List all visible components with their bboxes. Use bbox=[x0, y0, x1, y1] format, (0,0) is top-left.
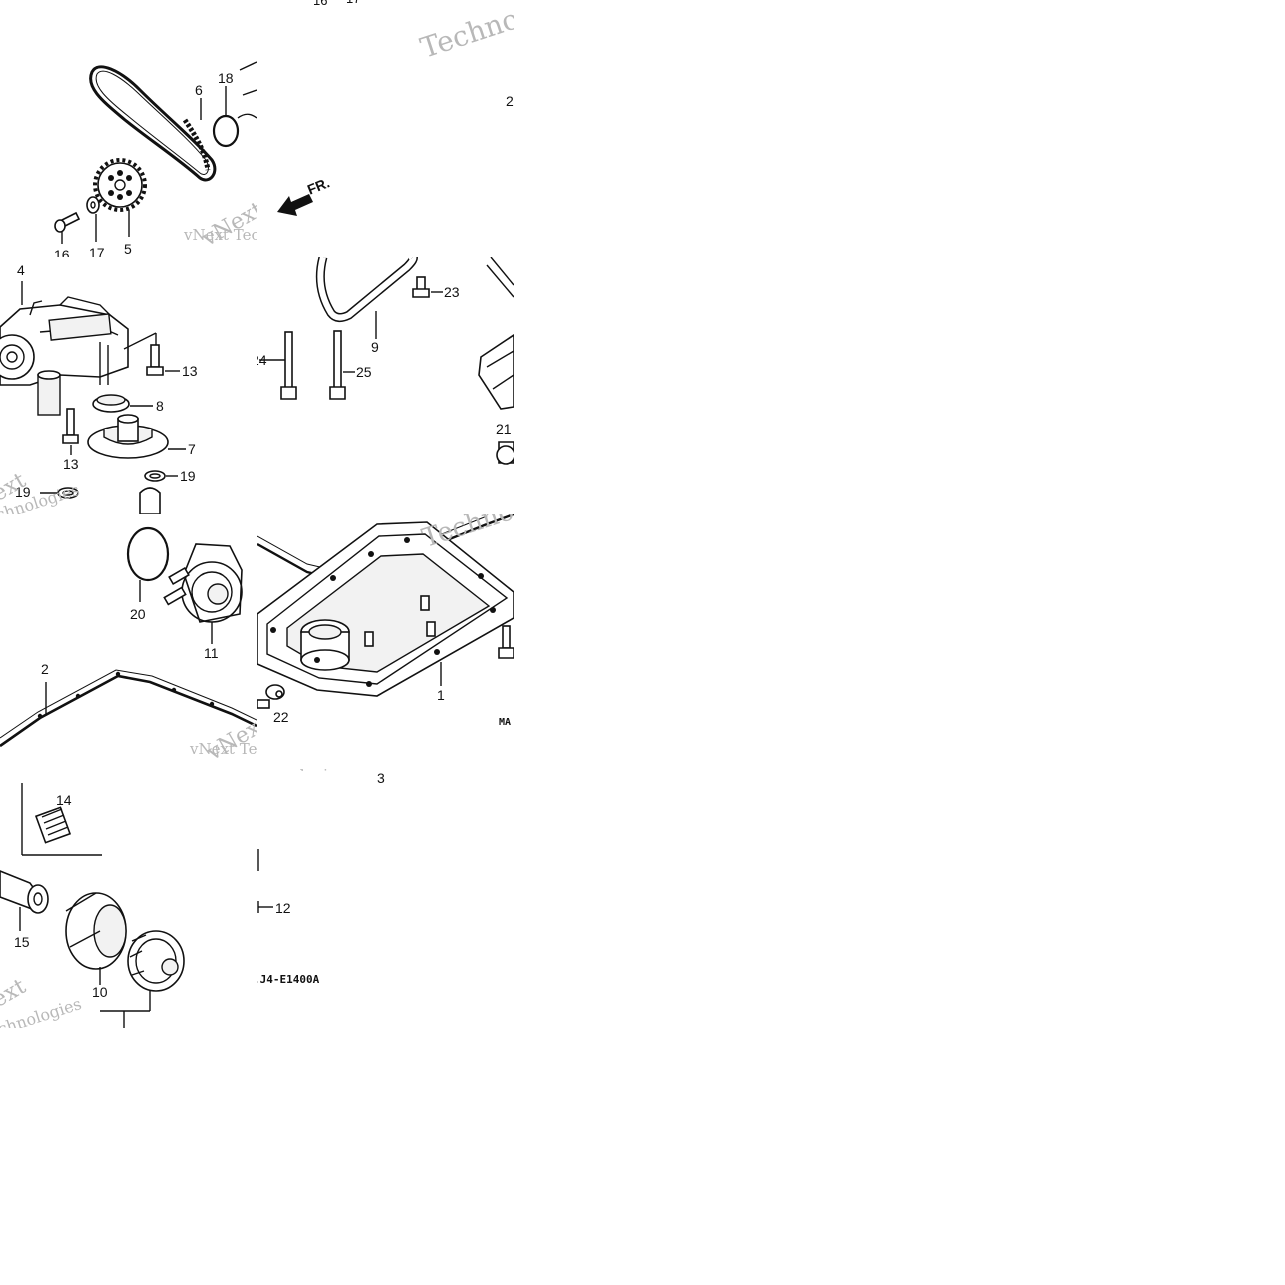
pipe-bolts-drawing bbox=[259, 257, 514, 465]
callout-label: 22 bbox=[273, 709, 289, 725]
callout-label: 5 bbox=[124, 241, 132, 257]
callout-label: 17 bbox=[89, 245, 105, 257]
tile-cooler-gasket: 20 11 2 vNext Tec vNext bbox=[0, 514, 257, 771]
tile-oil-filter: 14 15 10 ext chnologies bbox=[0, 771, 257, 1028]
figure-code-partial: MA bbox=[499, 717, 512, 728]
tile-cam-chain: 16 6 18 5 17 16 vNext Tec vNext bbox=[0, 0, 257, 257]
callout-label: 13 bbox=[182, 363, 198, 379]
callout-label: 23 bbox=[444, 284, 460, 300]
direction-drawing bbox=[277, 194, 313, 216]
callout-label: 17 bbox=[346, 0, 360, 5]
tile-direction: 16 17 FR. 2 Technologies bbox=[257, 0, 514, 257]
callout-label: 18 bbox=[218, 70, 234, 86]
callout-label: 8 bbox=[156, 398, 164, 414]
callout-label: 13 bbox=[63, 456, 79, 472]
tile-oil-pan: 22 1 MA Techno nologies bbox=[257, 514, 514, 771]
callout-label: 2 bbox=[506, 93, 514, 109]
callout-label: 4 bbox=[17, 262, 25, 278]
figure-code-drawing bbox=[257, 849, 273, 913]
callout-label: 20 bbox=[130, 606, 146, 622]
callout-label: 19 bbox=[15, 484, 31, 500]
callout-label: 16 bbox=[313, 0, 328, 8]
tile-pipe-bolts: 9 23 24 25 21 bbox=[257, 257, 514, 514]
callout-label: 9 bbox=[371, 339, 379, 355]
cam-chain-drawing bbox=[54, 61, 257, 244]
tile-oil-pump: 4 13 8 7 13 19 19 ext chnologies bbox=[0, 257, 257, 514]
callout-label: 24 bbox=[257, 352, 267, 368]
callout-label: 16 bbox=[54, 247, 70, 257]
callout-label: 15 bbox=[14, 934, 30, 950]
callout-label: 11 bbox=[204, 645, 219, 661]
callout-label: 1 bbox=[437, 687, 445, 703]
callout-label: 7 bbox=[188, 441, 196, 457]
callout-label: 6 bbox=[195, 82, 203, 98]
tile-figure-code: 3 12 .J4-E1400A bbox=[257, 771, 514, 1028]
callout-label: 2 bbox=[41, 661, 49, 677]
callout-label: 10 bbox=[92, 984, 108, 1000]
callout-label: 12 bbox=[275, 900, 291, 916]
callout-label: 3 bbox=[377, 771, 385, 786]
oil-pump-drawing bbox=[0, 281, 186, 514]
callout-label: 14 bbox=[56, 792, 72, 808]
callout-label: 21 bbox=[496, 421, 512, 437]
callout-label: 25 bbox=[356, 364, 372, 380]
oil-filter-drawing bbox=[0, 783, 185, 1028]
callout-label: 19 bbox=[180, 468, 196, 484]
cooler-gasket-drawing bbox=[0, 526, 257, 748]
figure-code: .J4-E1400A bbox=[257, 973, 320, 986]
oil-pan-drawing bbox=[257, 514, 514, 709]
